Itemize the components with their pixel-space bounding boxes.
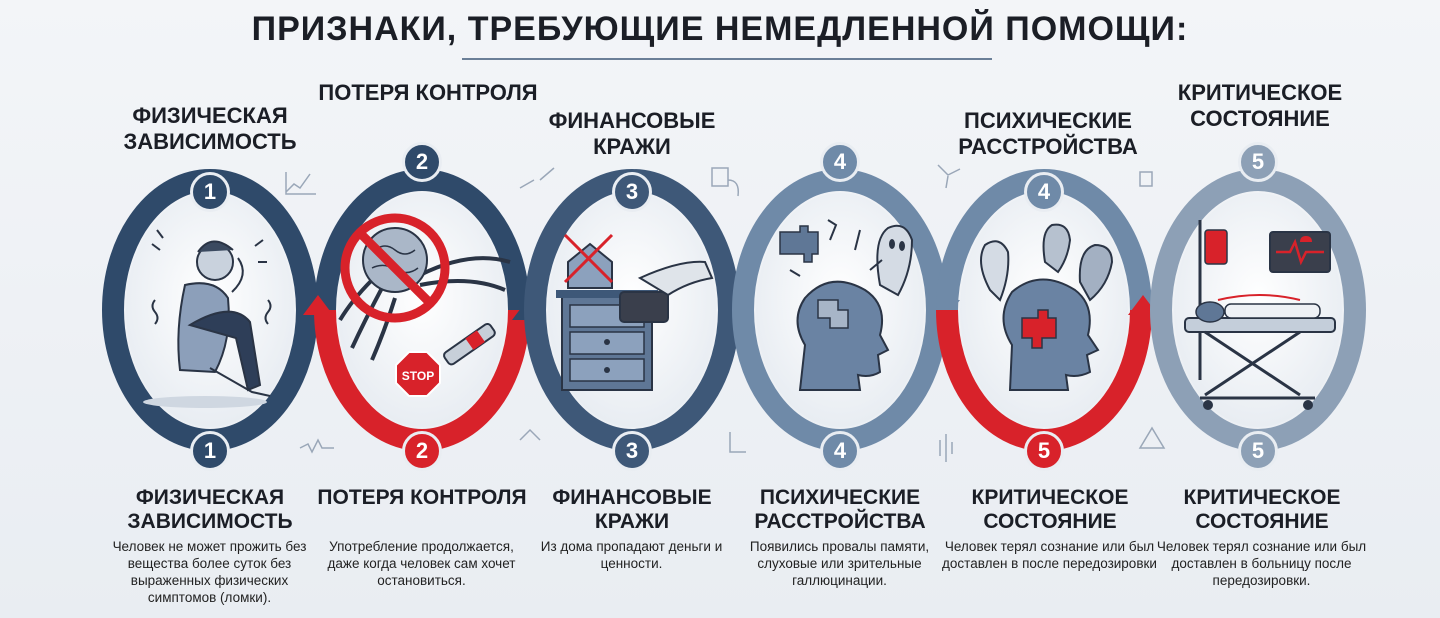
bottom-title-6: КРИТИЧЕСКОЕ СОСТОЯНИЕ	[1183, 486, 1341, 533]
bottom-title-1: ФИЗИЧЕСКАЯ ЗАВИСИМОСТЬ	[127, 486, 293, 533]
description-1: Человек не может прожить без вещества бо…	[112, 539, 307, 605]
description-3: Из дома пропадают деньги и ценности.	[540, 539, 723, 571]
description-6: Человек терял сознание или был доставлен…	[1156, 539, 1367, 588]
stop-sign-text: STOP	[402, 369, 434, 383]
bottom-badge-1: 1	[190, 431, 230, 471]
crossed-brain-icon: STOP	[338, 213, 511, 397]
bottom-title-2: ПОТЕРЯ КОНТРОЛЯ	[317, 486, 527, 509]
bottom-badge-6: 5	[1238, 431, 1278, 471]
stop-sign-icon	[395, 351, 441, 397]
top-label-2: ПОТЕРЯ КОНТРОЛЯ	[318, 80, 538, 105]
top-badge-6: 5	[1238, 142, 1278, 182]
top-label-1: ФИЗИЧЕСКАЯ ЗАВИСИМОСТЬ	[123, 103, 297, 154]
top-badge-3: 3	[612, 172, 652, 212]
description-2: Употребление продолжается, даже когда че…	[327, 539, 516, 588]
top-badge-4: 4	[820, 142, 860, 182]
bottom-title-3: ФИНАНСОВЫЕ КРАЖИ	[552, 486, 712, 533]
bottom-badge-2: 2	[402, 431, 442, 471]
bottom-title-4: ПСИХИЧЕСКИЕ РАССТРОЙСТВА	[754, 486, 926, 533]
top-badge-5: 4	[1024, 172, 1064, 212]
top-label-5: ПСИХИЧЕСКИЕ РАССТРОЙСТВА	[958, 108, 1138, 159]
page-title: ПРИЗНАКИ, ТРЕБУЮЩИЕ НЕМЕДЛЕННОЙ ПОМОЩИ:	[251, 10, 1189, 48]
stolen-wallet-icon	[556, 233, 714, 391]
puzzle-head-icon	[779, 219, 914, 391]
top-badge-2: 2	[402, 142, 442, 182]
hospital-bed-icon	[1184, 220, 1336, 410]
top-badge-1: 1	[190, 172, 230, 212]
bottom-badge-4: 4	[820, 431, 860, 471]
bottom-title-5: КРИТИЧЕСКОЕ СОСТОЯНИЕ	[971, 486, 1129, 533]
bottom-badge-5: 5	[1024, 431, 1064, 471]
hallucination-head-icon	[980, 223, 1114, 391]
top-label-3: ФИНАНСОВЫЕ КРАЖИ	[548, 108, 716, 159]
distressed-person-icon	[143, 229, 272, 408]
title-underline	[462, 58, 992, 60]
description-5: Человек терял сознание или был доставлен…	[942, 539, 1157, 571]
description-4: Появились провалы памяти, слуховые или з…	[749, 539, 930, 588]
decorative-background-icons	[285, 164, 1166, 462]
bottom-badge-3: 3	[612, 431, 652, 471]
top-label-6: КРИТИЧЕСКОЕ СОСТОЯНИЕ	[1177, 80, 1343, 131]
